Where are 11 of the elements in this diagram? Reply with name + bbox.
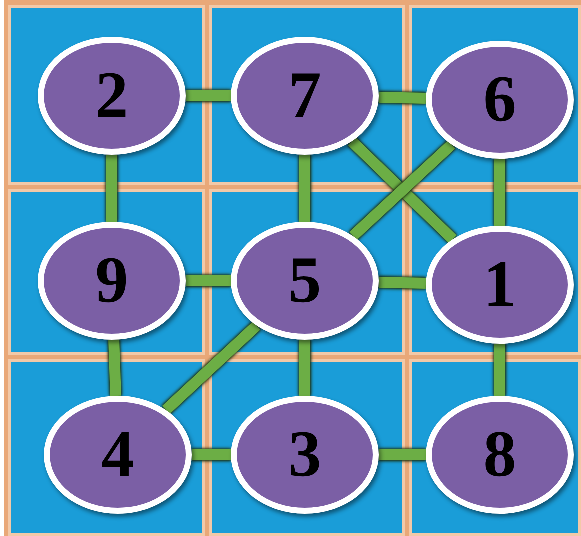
node-number: 4 — [102, 422, 134, 488]
connector-line — [494, 344, 506, 396]
connector-line — [162, 322, 261, 414]
node-number: 9 — [96, 248, 128, 314]
node-number: 5 — [288, 248, 322, 314]
node-number: 2 — [96, 63, 128, 129]
node-number: 6 — [484, 67, 516, 133]
node-number: 7 — [288, 63, 322, 129]
node-number: 1 — [484, 252, 516, 318]
node-number: 3 — [288, 422, 322, 488]
node-number: 8 — [484, 422, 516, 488]
